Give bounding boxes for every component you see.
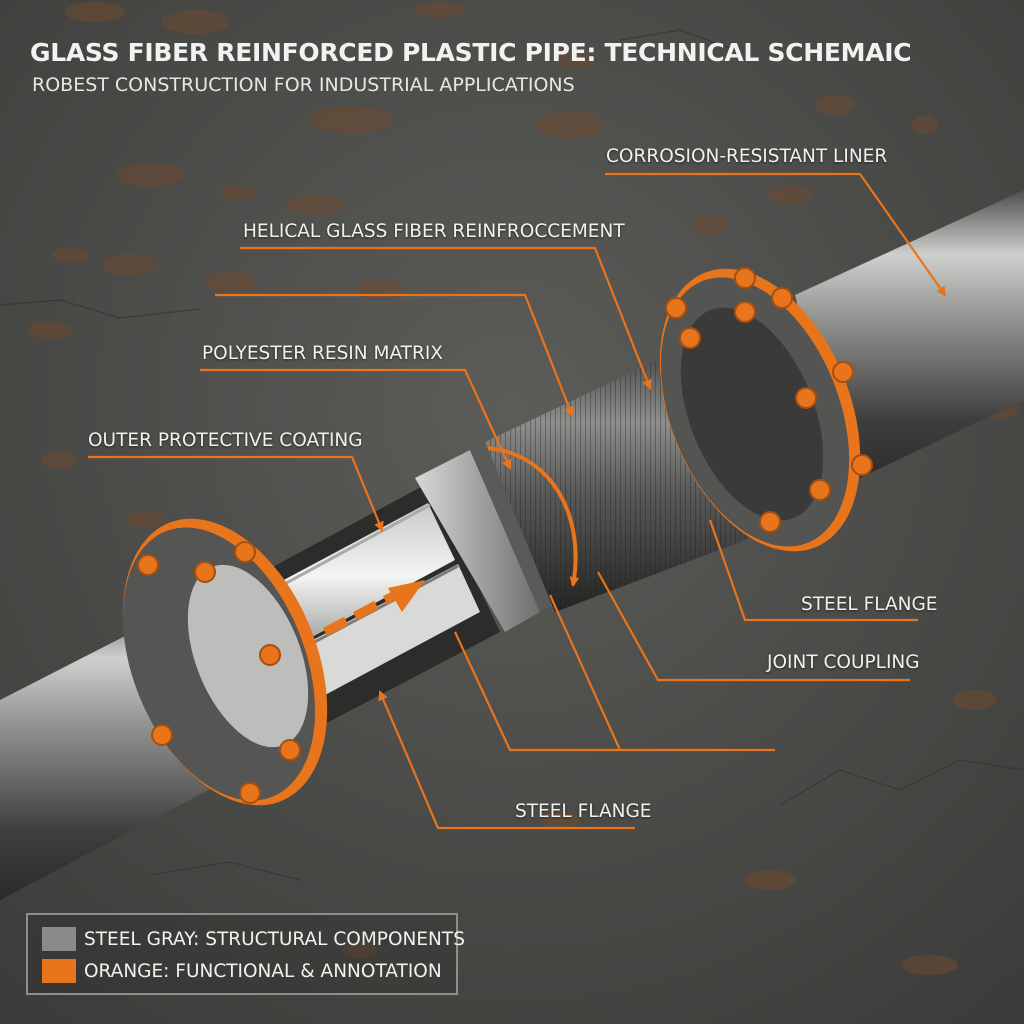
- page-title: GLASS FIBER REINFORCED PLASTIC PIPE: TEC…: [30, 38, 912, 67]
- right-flange: [659, 268, 861, 552]
- right-flange-bolts: [665, 267, 873, 533]
- label-polyester-resin-matrix: POLYESTER RESIN MATRIX: [202, 343, 443, 364]
- label-helical-reinforcement: HELICAL GLASS FIBER REINFROCCEMENT: [243, 221, 625, 242]
- leader-steel-flange-right: [708, 519, 918, 622]
- legend-swatch-steel-gray: [42, 927, 76, 951]
- label-joint-coupling: JOINT COUPLING: [767, 652, 920, 673]
- leader-coupling-lower-2: [548, 594, 622, 751]
- legend-item-orange: ORANGE: FUNCTIONAL & ANNOTATION: [42, 959, 442, 983]
- leader-lines: [88, 172, 945, 830]
- legend-swatch-orange: [42, 959, 76, 983]
- flow-arrow: [322, 580, 425, 636]
- leader-polyester-line: [200, 368, 512, 470]
- legend-label-steel-gray: STEEL GRAY: STRUCTURAL COMPONENTS: [84, 928, 465, 950]
- leader-steel-flange-bottom: [378, 690, 635, 830]
- concrete-cracks: [0, 29, 1024, 881]
- label-outer-protective-coating: OUTER PROTECTIVE COATING: [88, 430, 363, 451]
- leader-helical-reinforcement: [240, 246, 652, 390]
- leader-outer-coating: [88, 455, 384, 532]
- legend-box: STEEL GRAY: STRUCTURAL COMPONENTS ORANGE…: [26, 913, 465, 995]
- page-subtitle: ROBEST CONSTRUCTION FOR INDUSTRIAL APPLI…: [32, 74, 575, 96]
- legend-label-orange: ORANGE: FUNCTIONAL & ANNOTATION: [84, 960, 442, 982]
- leader-coupling-lower: [454, 631, 775, 752]
- leader-joint-coupling: [597, 571, 910, 682]
- leader-corrosion-liner: [605, 172, 945, 295]
- label-steel-flange-right: STEEL FLANGE: [801, 594, 938, 615]
- legend-item-steel-gray: STEEL GRAY: STRUCTURAL COMPONENTS: [42, 927, 465, 951]
- label-corrosion-resistant-liner: CORROSION-RESISTANT LINER: [606, 146, 888, 167]
- label-steel-flange-bottom: STEEL FLANGE: [515, 801, 652, 822]
- left-flange-bolts: [137, 541, 301, 804]
- coupling-ring: [415, 444, 553, 632]
- leader-resin-matrix: [215, 293, 574, 417]
